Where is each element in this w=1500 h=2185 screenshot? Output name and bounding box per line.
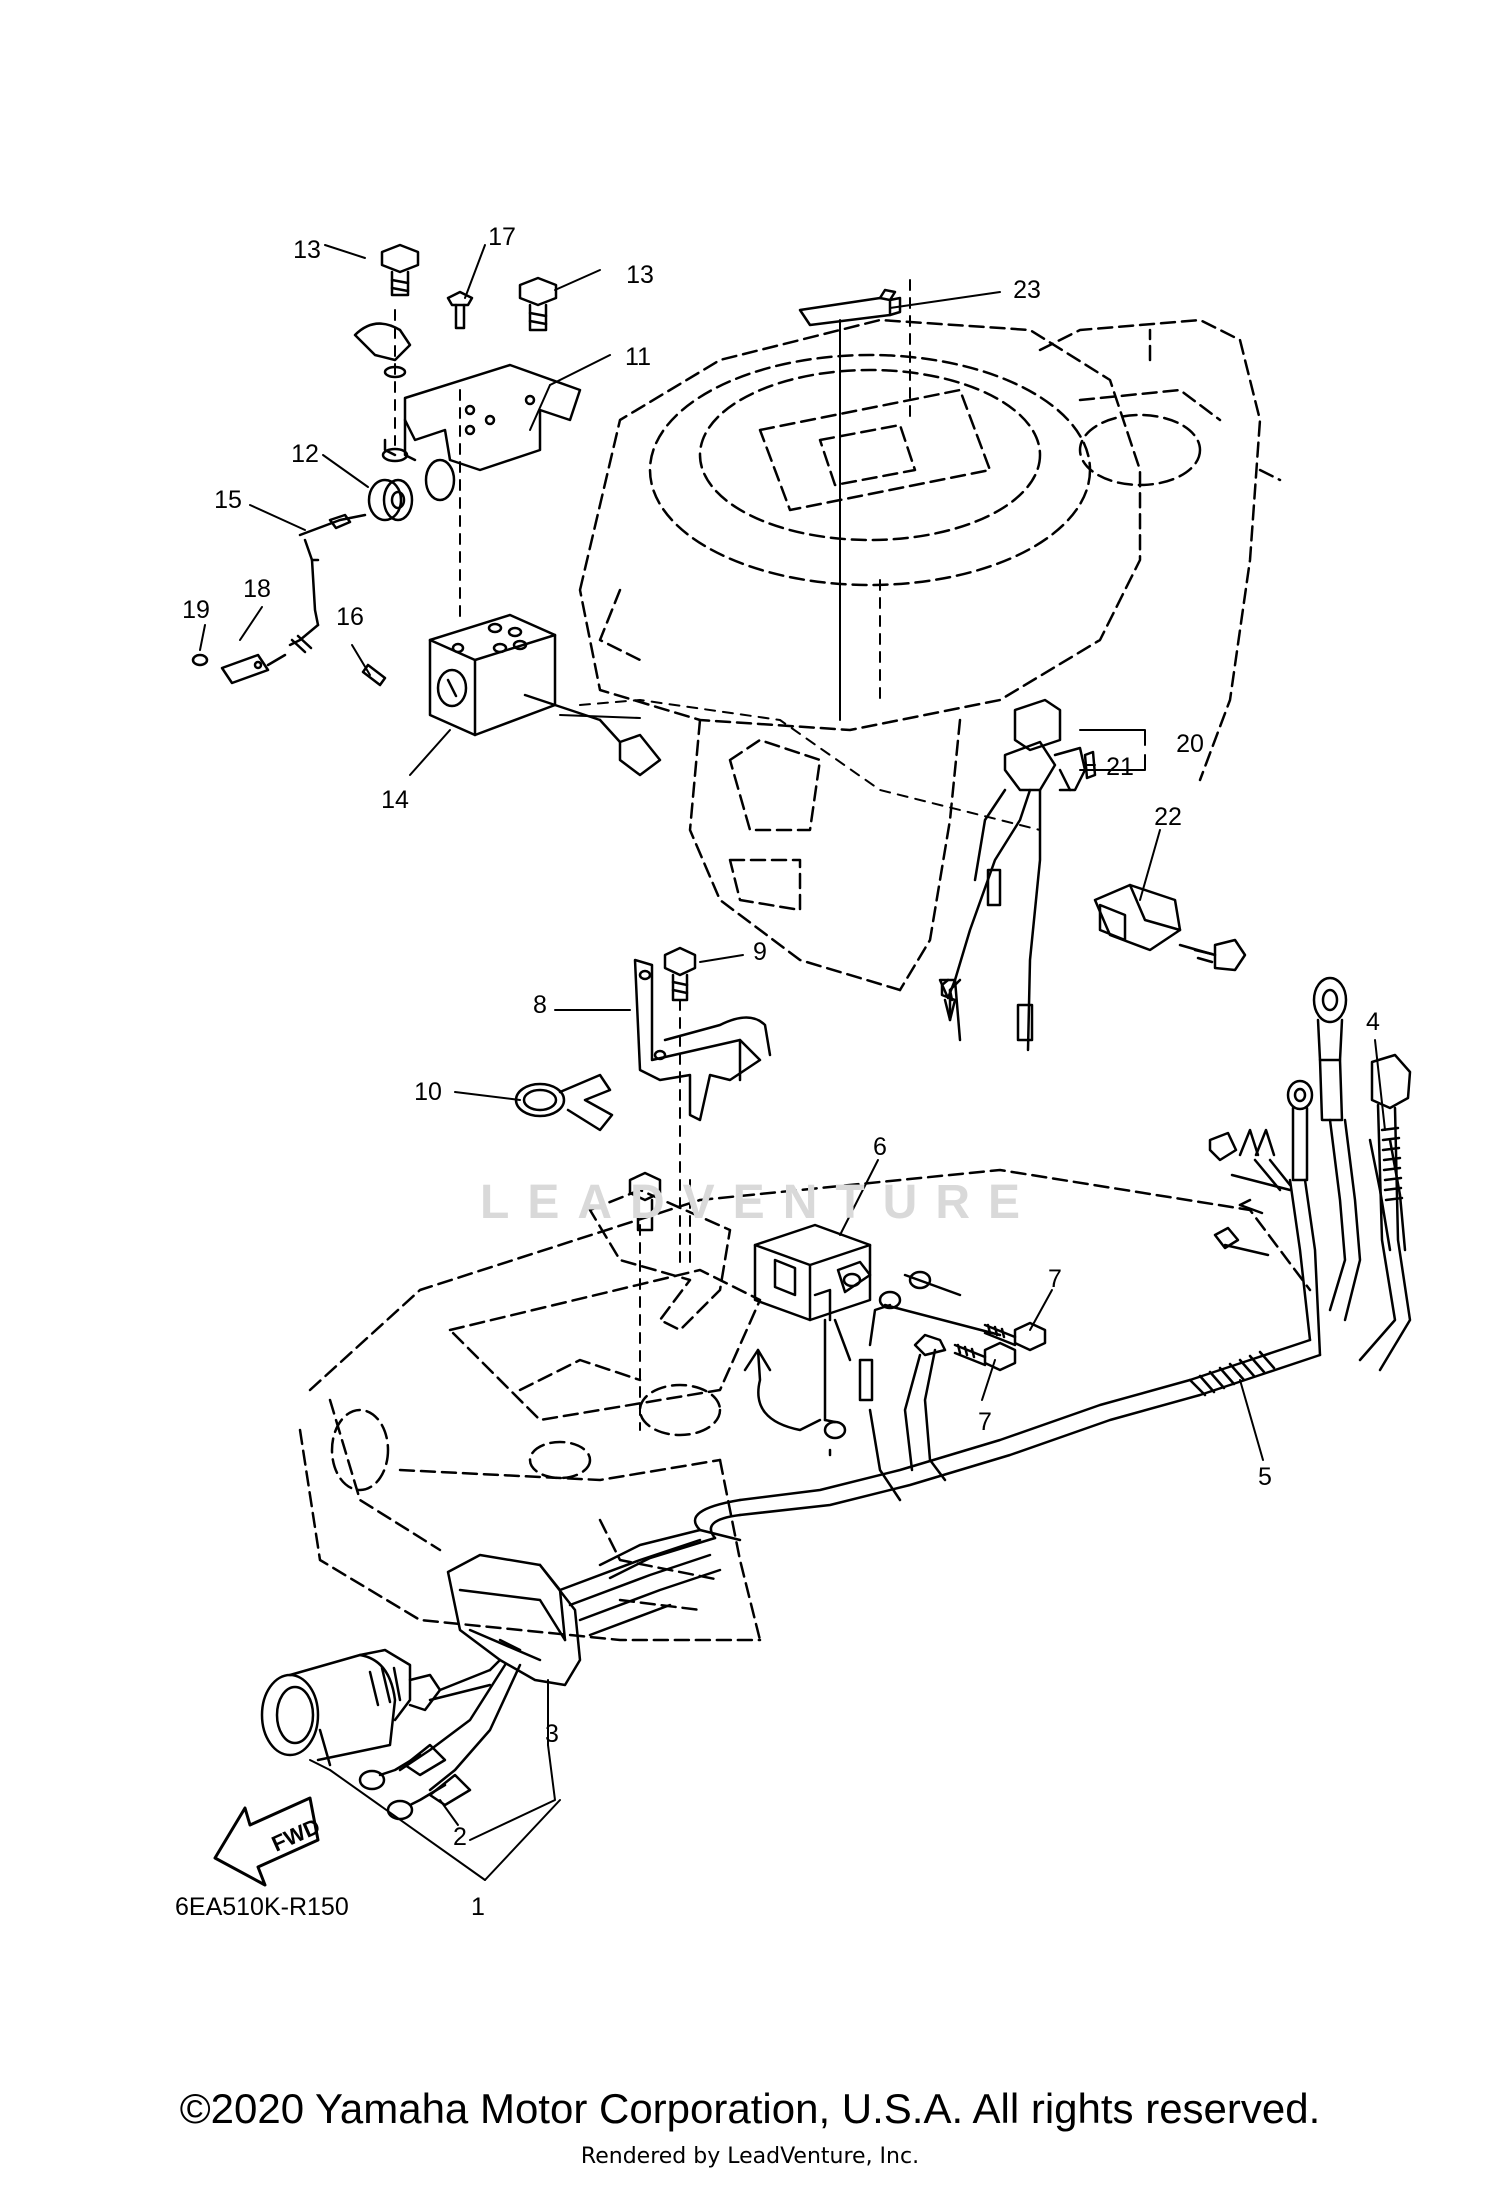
part-19-ring: [191, 653, 209, 667]
part-15-rod: [288, 513, 367, 654]
copyright-notice: ©2020 Yamaha Motor Corporation, U.S.A. A…: [179, 2085, 1321, 2132]
callout-13-left: 13: [293, 236, 321, 264]
bottom-cowling-outline: [298, 1168, 1312, 1642]
part-13-bolt-left: [380, 243, 420, 297]
part-1-socket: [260, 1648, 502, 1767]
part-21-terminal: [1083, 750, 1097, 780]
part-10-clamp: [514, 1073, 614, 1132]
part-13-bolt-right: [518, 276, 558, 332]
part-17-screw: [446, 290, 474, 330]
callout-10: 10: [414, 1078, 442, 1106]
callout-7-upper: 7: [1048, 1265, 1062, 1293]
part-7-bolt-lower: [953, 1341, 1017, 1372]
callout-2: 2: [453, 1823, 467, 1851]
ring-terminals-6: [823, 1270, 1002, 1457]
callout-21: 21: [1106, 753, 1134, 781]
rendered-by-credit: Rendered by LeadVenture, Inc.: [580, 2144, 920, 2169]
part-6-rectifier: [753, 1223, 872, 1422]
fwd-arrow-icon: [213, 1796, 320, 1887]
part-8-bracket: [633, 958, 772, 1122]
mount-bolt: [628, 1171, 662, 1232]
part-3-grommet: [446, 1538, 722, 1687]
callout-19: 19: [182, 596, 210, 624]
callout-11: 11: [625, 343, 651, 371]
part-22-bracket: [1093, 883, 1247, 972]
part-4-cable: [1358, 1053, 1412, 1372]
part-20-relay: [1003, 698, 1087, 792]
callout-9: 9: [753, 938, 767, 966]
callout-12: 12: [291, 440, 319, 468]
callout-7-lower: 7: [978, 1408, 992, 1436]
callout-labels: 1 2 3 4 5 6 7 7 8 9 10 11 12 13 13 14 15…: [182, 223, 1380, 1921]
wire-arrow-top: [938, 978, 957, 1000]
callout-20: 20: [1176, 730, 1204, 758]
callout-17: 17: [488, 223, 516, 251]
diagram-code: 6EA510K-R150: [175, 1893, 349, 1921]
part-23-cover: [798, 288, 902, 327]
part-16-pin: [361, 663, 387, 687]
callout-4: 4: [1366, 1008, 1380, 1036]
part-11-bracket: [381, 363, 582, 502]
callout-22: 22: [1154, 803, 1182, 831]
part-2-cables: [358, 1663, 522, 1821]
callout-23: 23: [1013, 276, 1041, 304]
part-11-clip: [353, 322, 412, 379]
callout-6: 6: [873, 1133, 887, 1161]
callout-8: 8: [533, 991, 547, 1019]
part-18-clip: [220, 653, 287, 685]
ring-terminal-top: [1312, 976, 1348, 1122]
wire-loop: [868, 1333, 947, 1502]
assembly-leader-lines: [394, 279, 911, 1431]
engine-block-outline: [578, 318, 1282, 992]
wire-arrow-left: [743, 1348, 822, 1432]
ring-terminal-mid: [1286, 1079, 1314, 1182]
part-14-switch: [428, 613, 662, 777]
callout-1: 1: [471, 1893, 485, 1921]
connectors-cluster: [1208, 1128, 1292, 1257]
callout-3: 3: [545, 1720, 559, 1748]
callout-15: 15: [214, 486, 242, 514]
part-9-bolt: [663, 946, 697, 1002]
callout-16: 16: [336, 603, 364, 631]
callout-leader-lines: [199, 244, 1386, 1881]
callout-18: 18: [243, 575, 271, 603]
relay-wires: [940, 788, 1042, 1052]
part-12-grommet: [367, 478, 414, 522]
callout-13-right: 13: [626, 261, 654, 289]
part-7-bolt-upper: [983, 1321, 1047, 1352]
watermark: LEADVENTURE: [480, 1176, 1039, 1229]
callout-5: 5: [1258, 1463, 1272, 1491]
callout-14: 14: [381, 786, 409, 814]
